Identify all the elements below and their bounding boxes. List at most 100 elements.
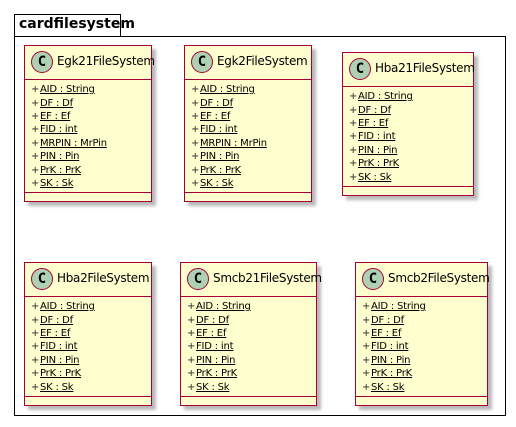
visibility-public-icon: + xyxy=(31,137,40,149)
attribute: +EF : Ef xyxy=(191,110,311,123)
class-stereotype-icon: C xyxy=(349,58,371,80)
class-stereotype-icon: C xyxy=(31,268,53,290)
visibility-public-icon: + xyxy=(31,381,40,393)
visibility-public-icon: + xyxy=(362,354,371,366)
attribute-text: PIN : Pin xyxy=(358,144,398,156)
attribute: +PIN : Pin xyxy=(349,144,473,157)
class-name: Hba2FileSystem xyxy=(57,271,150,285)
attribute: +PIN : Pin xyxy=(362,354,487,367)
attribute-text: SK : Sk xyxy=(371,381,405,393)
attribute-text: PIN : Pin xyxy=(200,151,240,163)
attribute: +FID : int xyxy=(362,340,487,353)
attribute: +FID : int xyxy=(31,123,151,136)
method-compartment xyxy=(343,187,473,195)
visibility-public-icon: + xyxy=(187,341,196,353)
attribute-text: EF : Ef xyxy=(200,110,231,122)
attribute: +PrK : PrK xyxy=(191,163,311,176)
attribute-list: +AID : String +DF : Df +EF : Ef +FID : i… xyxy=(181,297,316,397)
attribute: +PrK : PrK xyxy=(31,163,151,176)
class-hba21-filesystem[interactable]: C Hba21FileSystem +AID : String +DF : Df… xyxy=(342,52,475,196)
visibility-public-icon: + xyxy=(31,341,40,353)
attribute: +PrK : PrK xyxy=(187,367,316,380)
visibility-public-icon: + xyxy=(362,381,371,393)
visibility-public-icon: + xyxy=(349,131,358,143)
attribute-text: DF : Df xyxy=(196,314,229,326)
attribute-text: FID : int xyxy=(40,341,78,353)
attribute-text: SK : Sk xyxy=(200,177,234,189)
attribute: +EF : Ef xyxy=(31,327,151,340)
class-header: C Egk2FileSystem xyxy=(185,46,311,80)
attribute: +SK : Sk xyxy=(31,380,151,393)
visibility-public-icon: + xyxy=(31,110,40,122)
class-stereotype-icon: C xyxy=(362,268,384,290)
visibility-public-icon: + xyxy=(31,177,40,189)
attribute: +PrK : PrK xyxy=(31,367,151,380)
attribute-text: DF : Df xyxy=(200,97,233,109)
visibility-public-icon: + xyxy=(362,341,371,353)
visibility-public-icon: + xyxy=(187,301,196,313)
class-header: C Smcb2FileSystem xyxy=(356,263,490,297)
attribute-text: PIN : Pin xyxy=(40,151,80,163)
attribute-text: DF : Df xyxy=(371,314,404,326)
visibility-public-icon: + xyxy=(362,368,371,380)
attribute: +DF : Df xyxy=(187,313,316,326)
visibility-public-icon: + xyxy=(31,368,40,380)
visibility-public-icon: + xyxy=(31,301,40,313)
class-header: C Hba21FileSystem xyxy=(343,53,475,87)
visibility-public-icon: + xyxy=(362,301,371,313)
attribute: +SK : Sk xyxy=(191,177,311,190)
attribute: +DF : Df xyxy=(31,313,151,326)
visibility-public-icon: + xyxy=(191,84,200,96)
attribute-text: EF : Ef xyxy=(40,327,71,339)
attribute: +DF : Df xyxy=(362,313,487,326)
attribute-text: SK : Sk xyxy=(358,171,392,183)
attribute-text: MRPIN : MrPin xyxy=(40,137,107,149)
attribute: +MRPIN : MrPin xyxy=(31,137,151,150)
attribute-list: +AID : String +DF : Df +EF : Ef +FID : i… xyxy=(25,80,151,194)
attribute: +PIN : Pin xyxy=(31,150,151,163)
visibility-public-icon: + xyxy=(187,327,196,339)
attribute: +AID : String xyxy=(362,300,487,313)
attribute-text: PrK : PrK xyxy=(371,368,412,380)
attribute: +EF : Ef xyxy=(349,117,473,130)
class-smcb2-filesystem[interactable]: C Smcb2FileSystem +AID : String +DF : Df… xyxy=(355,262,490,406)
attribute-text: SK : Sk xyxy=(40,177,74,189)
attribute-text: AID : String xyxy=(40,301,95,313)
visibility-public-icon: + xyxy=(191,110,200,122)
package-title: cardfilesystem xyxy=(19,16,135,32)
attribute: +EF : Ef xyxy=(187,327,316,340)
attribute: +AID : String xyxy=(31,300,151,313)
class-egk21-filesystem[interactable]: C Egk21FileSystem +AID : String +DF : Df… xyxy=(24,45,155,203)
visibility-public-icon: + xyxy=(349,117,358,129)
attribute-text: EF : Ef xyxy=(371,327,402,339)
visibility-public-icon: + xyxy=(31,97,40,109)
class-name: Egk2FileSystem xyxy=(217,54,308,68)
attribute: +PIN : Pin xyxy=(31,354,151,367)
attribute-text: FID : int xyxy=(358,131,396,143)
visibility-public-icon: + xyxy=(191,137,200,149)
visibility-public-icon: + xyxy=(349,91,358,103)
attribute: +FID : int xyxy=(187,340,316,353)
visibility-public-icon: + xyxy=(31,354,40,366)
visibility-public-icon: + xyxy=(31,84,40,96)
visibility-public-icon: + xyxy=(349,158,358,170)
class-egk2-filesystem[interactable]: C Egk2FileSystem +AID : String +DF : Df … xyxy=(184,45,312,203)
class-stereotype-icon: C xyxy=(191,51,213,73)
attribute: +AID : String xyxy=(349,90,473,103)
visibility-public-icon: + xyxy=(191,124,200,136)
visibility-public-icon: + xyxy=(31,124,40,136)
attribute-text: AID : String xyxy=(40,84,95,96)
attribute: +FID : int xyxy=(191,123,311,136)
class-smcb21-filesystem[interactable]: C Smcb21FileSystem +AID : String +DF : D… xyxy=(180,262,322,406)
attribute: +SK : Sk xyxy=(31,177,151,190)
class-header: C Egk21FileSystem xyxy=(25,46,155,80)
visibility-public-icon: + xyxy=(191,97,200,109)
attribute-text: FID : int xyxy=(40,124,78,136)
class-name: Egk21FileSystem xyxy=(57,54,155,68)
class-hba2-filesystem[interactable]: C Hba2FileSystem +AID : String +DF : Df … xyxy=(24,262,152,406)
attribute-text: PrK : PrK xyxy=(40,164,81,176)
attribute: +EF : Ef xyxy=(31,110,151,123)
visibility-public-icon: + xyxy=(31,164,40,176)
attribute: +EF : Ef xyxy=(362,327,487,340)
attribute: +PIN : Pin xyxy=(191,150,311,163)
